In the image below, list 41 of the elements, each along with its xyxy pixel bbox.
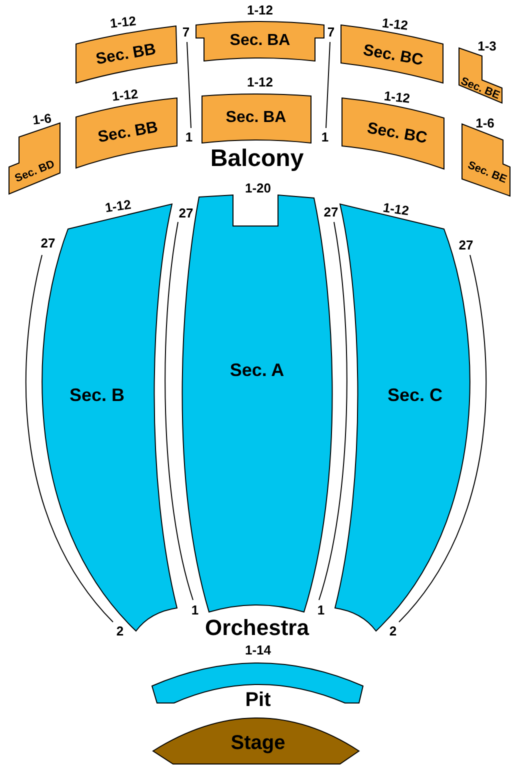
section-name: Sec. B <box>69 386 125 404</box>
section-name: Sec. BE <box>458 76 502 102</box>
row-range-label: 1-3 <box>478 40 496 52</box>
section-name: Sec. BD <box>14 159 56 185</box>
row-range-label: 1-12 <box>111 87 139 103</box>
row-range-label: 1-12 <box>104 198 132 214</box>
row-range-label: 1-12 <box>246 4 274 16</box>
row-number: 7 <box>182 26 190 38</box>
section-name: Sec. BC <box>362 42 424 70</box>
row-range-label: 1-12 <box>246 76 274 88</box>
row-range-label: 1-6 <box>32 112 52 126</box>
row-number: 1 <box>191 604 199 616</box>
section-name: Sec. A <box>230 361 284 379</box>
row-range-label: 1-12 <box>382 200 410 218</box>
row-range-label: 1-14 <box>244 644 272 656</box>
row-number: 2 <box>116 624 124 638</box>
section-name: Sec. BC <box>366 120 428 148</box>
section-name: Sec. C <box>387 386 443 404</box>
row-number: 27 <box>40 236 56 250</box>
area-heading: Orchestra <box>205 617 309 639</box>
row-number: 27 <box>324 206 338 218</box>
row-number: 27 <box>458 238 474 252</box>
row-range-label: 1-12 <box>109 14 137 30</box>
section-name: Pit <box>245 690 271 710</box>
section-name: Sec. BA <box>230 33 290 49</box>
row-range-label: 1-12 <box>381 16 409 32</box>
row-range-label: 1-20 <box>244 182 272 194</box>
area-heading: Balcony <box>210 147 304 171</box>
row-range-label: 1-6 <box>476 116 494 130</box>
section-name: Sec. BE <box>466 160 508 186</box>
row-number: 1 <box>321 130 329 144</box>
row-number: 2 <box>389 624 397 638</box>
section-name: Sec. BA <box>226 110 286 126</box>
section-name: Sec. BB <box>94 42 158 68</box>
section-name: Stage <box>230 733 286 753</box>
row-number: 1 <box>185 130 193 144</box>
row-number: 1 <box>317 604 325 616</box>
row-number: 27 <box>178 206 194 220</box>
row-number: 7 <box>327 26 335 38</box>
section-name: Sec. BB <box>96 120 160 146</box>
row-range-label: 1-12 <box>383 89 411 105</box>
